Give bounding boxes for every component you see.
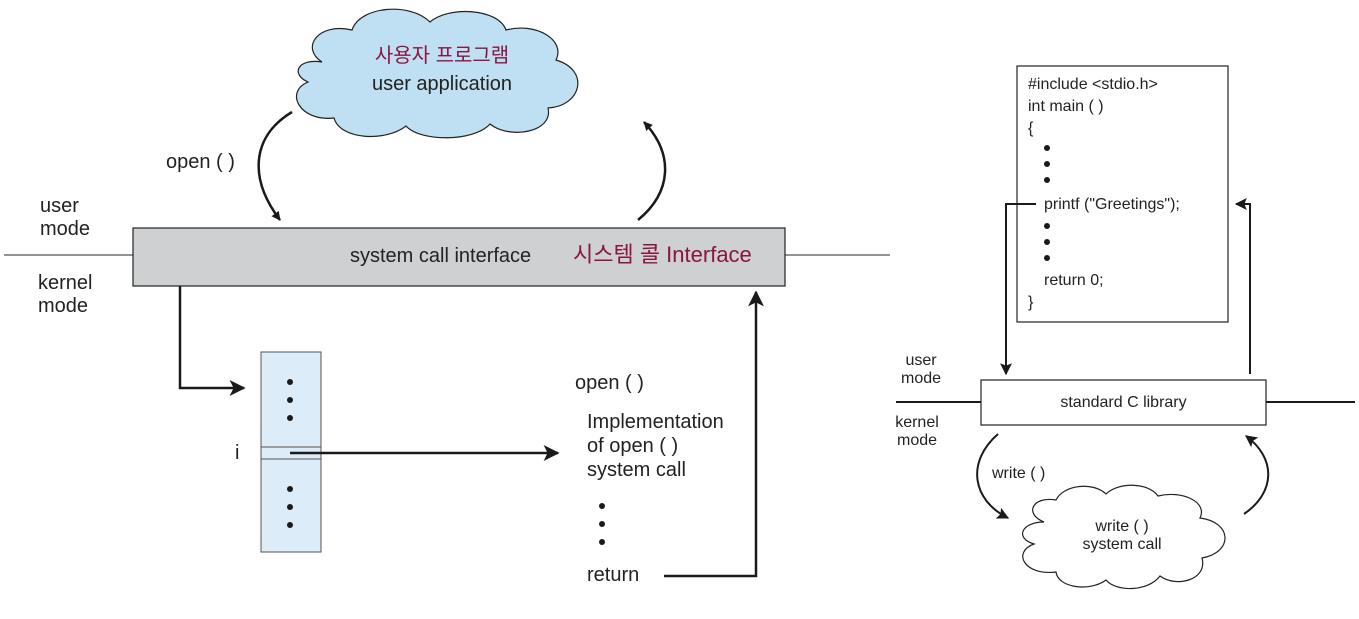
open-call-label: open ( ) xyxy=(166,151,235,173)
library-label: standard C library xyxy=(1060,394,1187,411)
write-cloud-label: write ( ) system call xyxy=(1082,518,1162,554)
standard-c-library-box xyxy=(980,379,1267,426)
code-dot xyxy=(1044,255,1050,261)
impl-return-label: return xyxy=(587,564,640,586)
open-call-arrow xyxy=(257,110,293,221)
write-call-label: write ( ) xyxy=(992,465,1046,482)
table-dot xyxy=(287,379,293,385)
code-line: printf ("Greetings"); xyxy=(1044,196,1180,213)
write-call-arrow xyxy=(976,433,1010,519)
kernel-mode-label: kernel mode xyxy=(38,272,93,318)
interface-english-label: system call interface xyxy=(350,245,532,267)
code-dot xyxy=(1044,239,1050,245)
impl-open-label: open ( ) xyxy=(575,372,644,394)
code-line: return 0; xyxy=(1044,272,1104,289)
table-dot xyxy=(287,486,293,492)
user-application-cloud xyxy=(296,8,579,139)
right-kernel-mode-label: kernel mode xyxy=(895,414,939,450)
right-user-mode-label: user mode xyxy=(900,352,942,388)
return-to-user-arrow xyxy=(637,121,667,221)
write-return-arrow xyxy=(1243,435,1270,515)
interface-korean-label: 시스템 콜 Interface xyxy=(573,242,752,267)
code-dot xyxy=(1044,223,1050,229)
printf-to-library-arrow xyxy=(1000,203,1036,376)
return-to-interface-arrow xyxy=(664,290,764,578)
code-dot xyxy=(1044,145,1050,151)
cloud-korean-label: 사용자 프로그램 xyxy=(374,45,510,67)
table-index-label: i xyxy=(235,442,240,464)
implementation-dot xyxy=(599,539,605,545)
code-dot xyxy=(1044,161,1050,167)
table-dot xyxy=(287,504,293,510)
interface-to-table-arrow xyxy=(178,286,246,396)
code-dot xyxy=(1044,177,1050,183)
library-to-printf-arrow xyxy=(1234,198,1251,374)
write-system-call-cloud xyxy=(1021,484,1226,590)
code-line: int main ( ) xyxy=(1028,98,1104,115)
table-dot xyxy=(287,415,293,421)
implementation-dot xyxy=(599,503,605,509)
implementation-dot xyxy=(599,521,605,527)
code-line: #include <stdio.h> xyxy=(1028,76,1158,93)
code-line: } xyxy=(1028,294,1034,311)
cloud-english-label: user application xyxy=(371,73,513,95)
system-call-interface-box xyxy=(132,227,786,287)
code-line: { xyxy=(1028,120,1034,137)
user-mode-label: user mode xyxy=(40,195,91,241)
impl-body-label: Implementation of open ( ) system call xyxy=(587,411,724,481)
table-dot xyxy=(287,522,293,528)
table-dot xyxy=(287,397,293,403)
code-box xyxy=(1016,65,1229,323)
